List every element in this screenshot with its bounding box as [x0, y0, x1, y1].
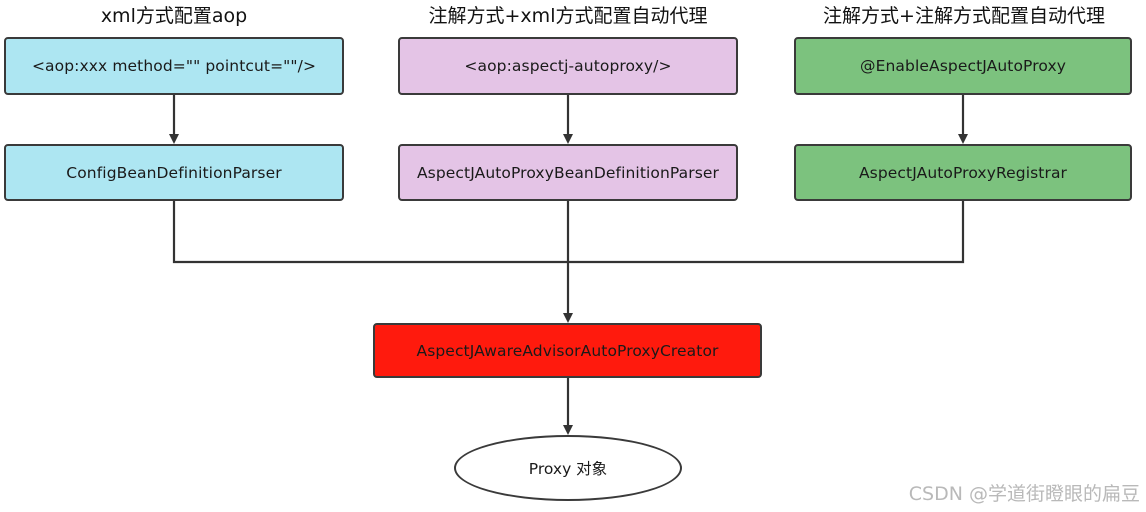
config-bean-definition-parser-box: ConfigBeanDefinitionParser — [4, 144, 344, 201]
advisor-auto-proxy-creator-box: AspectJAwareAdvisorAutoProxyCreator — [373, 323, 762, 378]
enable-aspectj-autoproxy-box: @EnableAspectJAutoProxy — [794, 37, 1132, 95]
heading-annotation-annotation-autoproxy: 注解方式+注解方式配置自动代理 — [823, 5, 1105, 27]
aspectj-autoproxy-tag-box: <aop:aspectj-autoproxy/> — [398, 37, 738, 95]
aspectj-autoproxy-bean-definition-parser-box: AspectJAutoProxyBeanDefinitionParser — [398, 144, 738, 201]
heading-xml-aop: xml方式配置aop — [100, 5, 248, 27]
heading-annotation-xml-autoproxy: 注解方式+xml方式配置自动代理 — [428, 5, 708, 27]
aspectj-autoproxy-registrar-box: AspectJAutoProxyRegistrar — [794, 144, 1132, 201]
aop-xml-tag-box: <aop:xxx method="" pointcut=""/> — [4, 37, 344, 95]
watermark-text: CSDN @学道街瞪眼的扁豆 — [908, 483, 1140, 505]
proxy-object-ellipse: Proxy 对象 — [454, 435, 682, 501]
